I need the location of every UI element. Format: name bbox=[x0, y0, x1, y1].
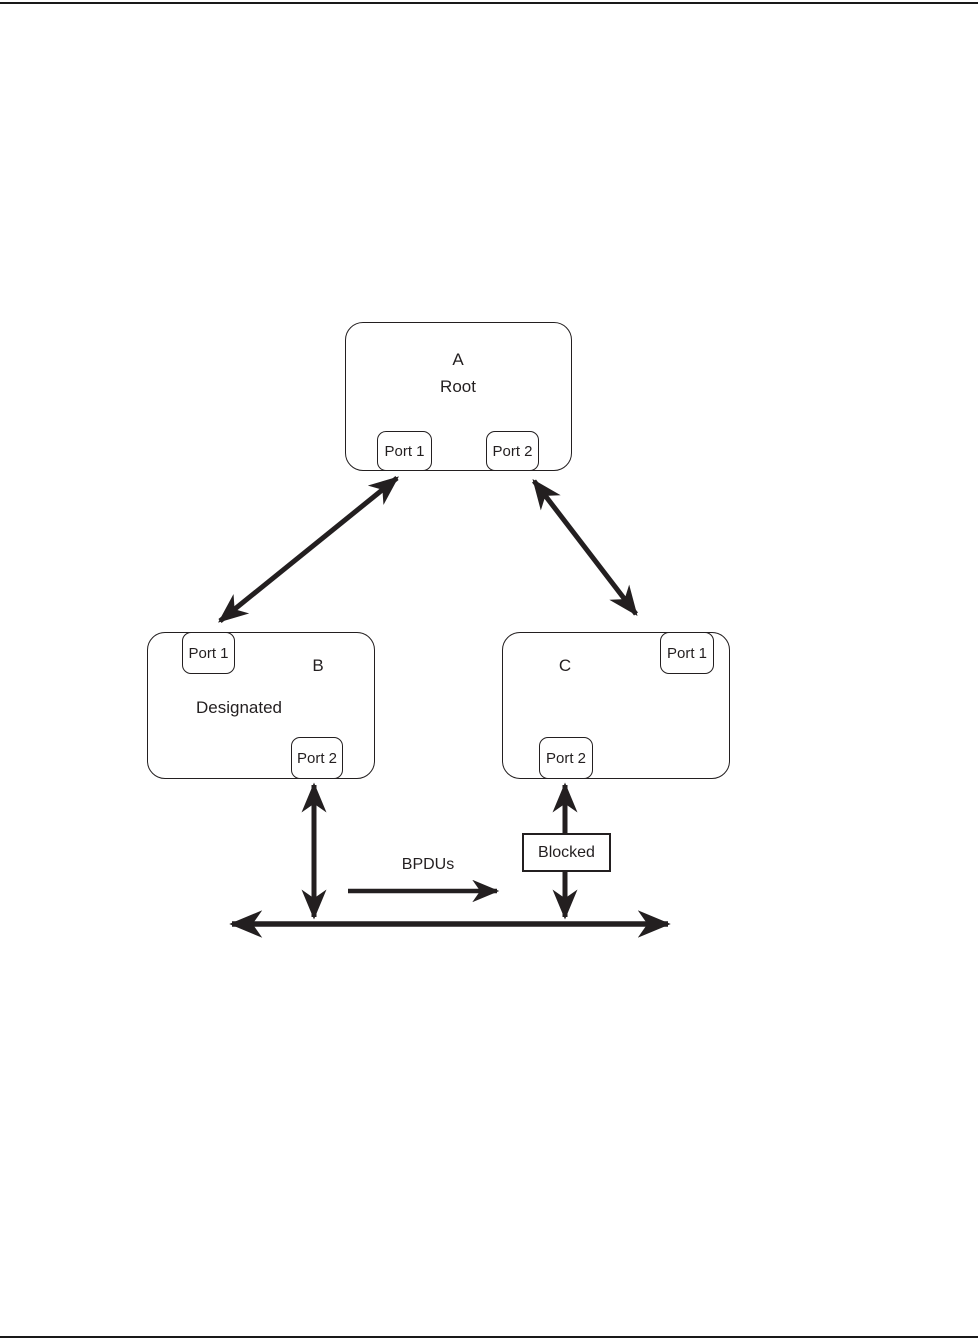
switch-b-name: B bbox=[312, 656, 324, 675]
bpdus-label: BPDUs bbox=[401, 856, 455, 873]
switch-b-role: Designated bbox=[195, 698, 283, 717]
switch-a-role: Root bbox=[440, 377, 476, 396]
link-a-b-arrow bbox=[218, 476, 399, 623]
switch-b-node: B Designated Port 1 Port 2 bbox=[147, 632, 375, 779]
switch-c-name: C bbox=[558, 656, 572, 675]
page-bottom-rule bbox=[0, 1336, 978, 1338]
switch-c-port2: Port 2 bbox=[539, 737, 593, 779]
page-top-rule bbox=[0, 2, 978, 4]
blocked-state-box: Blocked bbox=[522, 833, 611, 872]
switch-a-port2: Port 2 bbox=[486, 431, 539, 471]
switch-c-port1: Port 1 bbox=[660, 632, 714, 674]
switch-b-port2: Port 2 bbox=[291, 737, 343, 779]
link-a-c-arrow bbox=[532, 479, 638, 616]
switch-a-node: A Root Port 1 Port 2 bbox=[345, 322, 572, 471]
switch-a-name: A bbox=[452, 350, 464, 369]
switch-b-port1: Port 1 bbox=[182, 632, 235, 674]
switch-a-port1: Port 1 bbox=[377, 431, 432, 471]
switch-c-node: C Port 1 Port 2 bbox=[502, 632, 730, 779]
